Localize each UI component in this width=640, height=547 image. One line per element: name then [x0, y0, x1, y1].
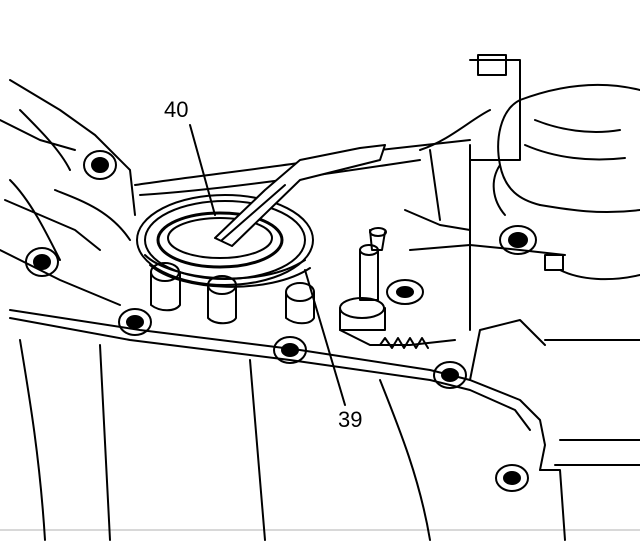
left-flange — [0, 150, 131, 306]
seal-bore — [136, 194, 314, 288]
studs — [150, 262, 315, 325]
case-rail — [9, 308, 546, 492]
callout-label-39: 39 — [338, 407, 363, 432]
seal-pick-tool — [214, 109, 491, 247]
shaft-gear — [339, 227, 456, 349]
lower-pan — [0, 339, 640, 541]
leader-lines — [189, 124, 346, 406]
right-components — [386, 54, 566, 305]
callout-label-40: 40 — [164, 97, 189, 122]
technician-hand — [492, 83, 640, 281]
